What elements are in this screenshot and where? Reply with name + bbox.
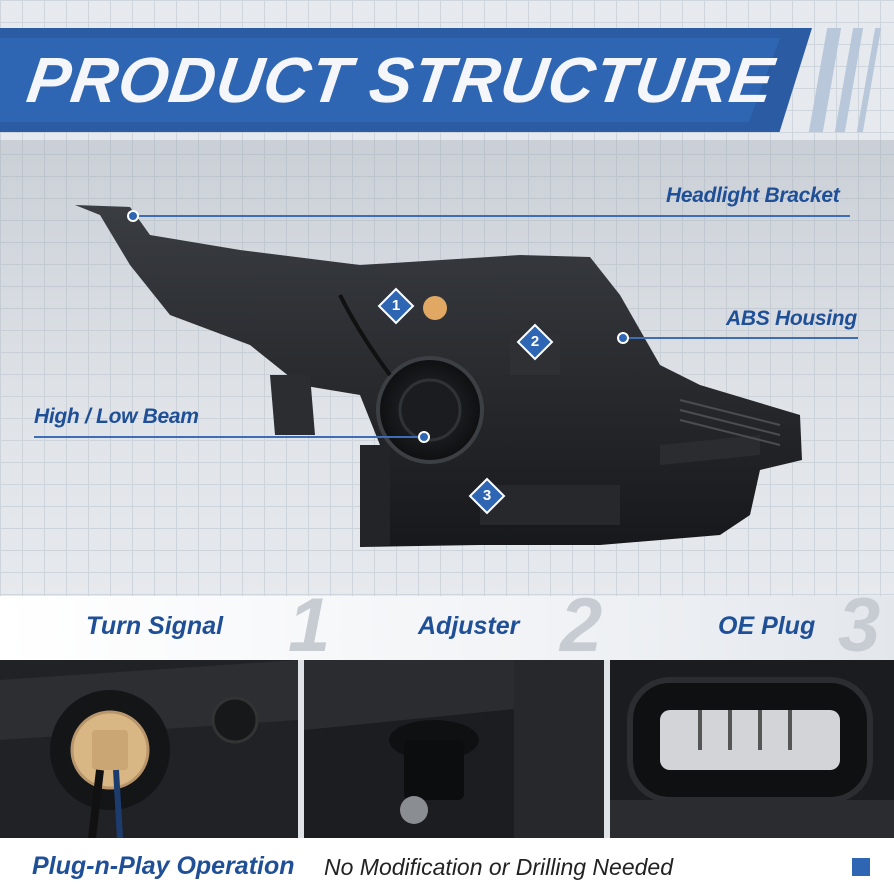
panel-separator-2 — [604, 660, 610, 838]
feature-label-turn-signal: Turn Signal — [86, 612, 224, 640]
title-banner-inner — [0, 38, 780, 122]
headlight-assembly-image — [75, 205, 802, 547]
footer-headline: Plug-n-Play Operation — [32, 852, 295, 880]
feature-number-1: 1 — [288, 583, 331, 668]
footer-text: No Modification or Drilling Needed — [324, 854, 673, 880]
banner-stripes — [804, 28, 894, 132]
panel-separator-1 — [298, 660, 304, 838]
adjuster-photo — [304, 660, 604, 838]
abs-housing-dot — [617, 332, 629, 344]
turn-signal-photo — [0, 660, 298, 838]
page-title: PRODUCT STRUCTURE — [22, 44, 779, 116]
headlight-bracket-leader — [132, 215, 850, 217]
headlight-bracket-label: Headlight Bracket — [666, 184, 840, 207]
high-low-beam-label: High / Low Beam — [34, 405, 199, 428]
abs-housing-label: ABS Housing — [726, 307, 857, 330]
feature-label-adjuster: Adjuster — [418, 612, 520, 640]
high-low-beam-leader — [34, 436, 424, 438]
feature-number-2: 2 — [560, 583, 603, 668]
high-low-beam-dot — [418, 431, 430, 443]
headlight-bracket-dot — [127, 210, 139, 222]
feature-number-3: 3 — [838, 583, 881, 668]
oe-plug-photo — [610, 660, 894, 838]
abs-housing-leader — [622, 337, 858, 339]
footer-square-icon — [852, 858, 870, 876]
feature-strip — [0, 596, 894, 660]
footer-bar — [0, 838, 894, 894]
feature-label-oe-plug: OE Plug — [718, 612, 816, 640]
